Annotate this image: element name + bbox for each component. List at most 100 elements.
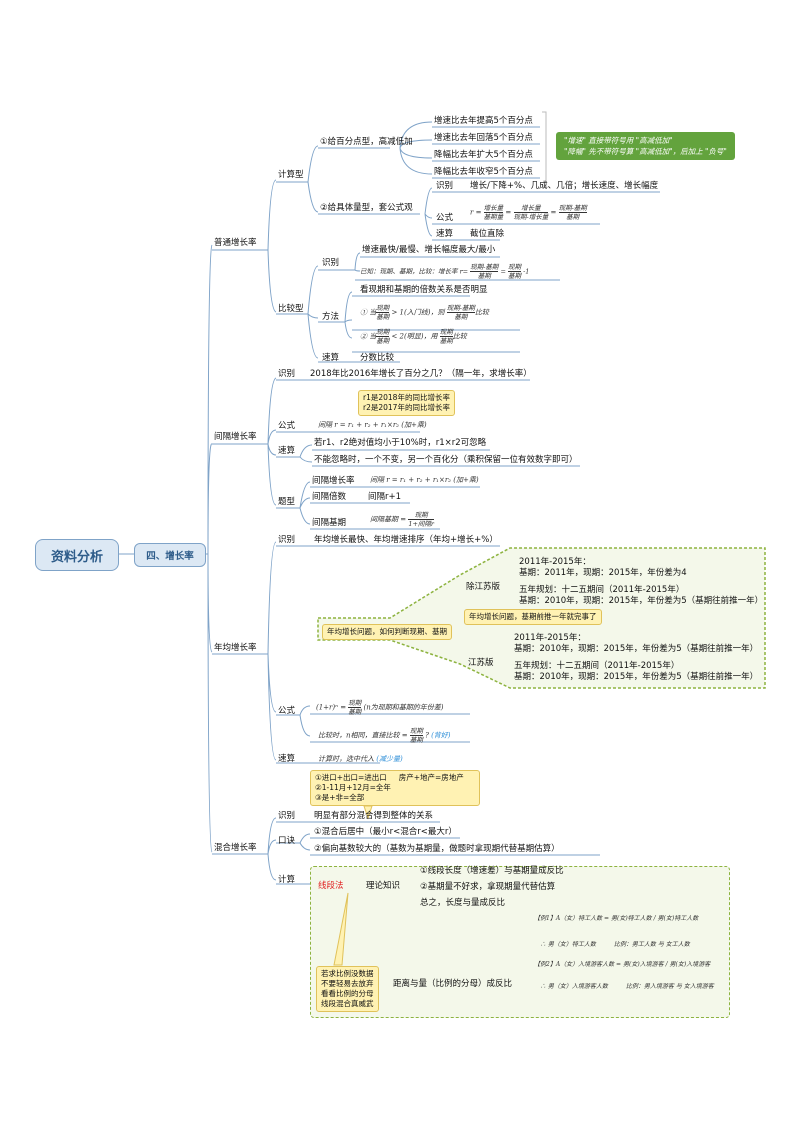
type-interval-rate[interactable]: 间隔增长率 <box>312 476 355 486</box>
theory-1: ①线段长度（增速差）与基期量成反比 <box>420 866 564 876</box>
compare-speed-text: 分数比较 <box>360 353 395 363</box>
note-percent-rule: "增速" 直接带符号用 "高减低加" "降幅" 先不带符号算 "高减低加"，后加… <box>556 132 735 160</box>
node-avg-ident[interactable]: 识别 <box>278 535 296 545</box>
js-a2: 基期：2010年，现期：2015年，年份差为5（基期往前推一年） <box>514 644 759 654</box>
note-r1-r2: r1是2018年的同比增长率 r2是2017年的同比增长率 <box>358 390 455 416</box>
theory-2: ②基期量不好求，拿现期量代替估算 <box>420 882 556 892</box>
note-line: r1是2018年的同比增长率 <box>363 393 450 402</box>
node-specific-amount[interactable]: ②给具体量型，套公式观 <box>320 203 413 213</box>
note-line: 不要轻易去放弃 <box>321 979 374 988</box>
note-line: "降幅" 先不带符号算 "高减低加"，后加上 "负号" <box>564 147 727 156</box>
type-interval-rate-hw: 间隔 r = r₁ + r₂ + r₁×r₂ (加+乘) <box>370 476 479 484</box>
node-theory[interactable]: 理论知识 <box>366 881 401 891</box>
line-method-box <box>310 866 730 1018</box>
node-compare-ident[interactable]: 识别 <box>322 258 340 268</box>
node-calc-type[interactable]: 计算型 <box>278 170 304 180</box>
nj-a2: 基期：2011年，现期：2015年，年份差为4 <box>519 568 687 578</box>
node-speed[interactable]: 速算 <box>436 229 454 239</box>
node-formula[interactable]: 公式 <box>436 213 454 223</box>
compare-method-hw-1: ① 当现期基期 > 1(入门线)，则 现期-基期基期比较 <box>360 304 489 321</box>
note-avg-question: 年均增长问题，如何判断现期、基期 <box>322 624 452 640</box>
topic-growth-rate[interactable]: 四、增长率 <box>134 543 206 567</box>
item-raise[interactable]: 增速比去年提高5个百分点 <box>434 116 533 126</box>
avg-speed-hw-text: 计算时，选中代入 <box>318 755 374 763</box>
note-line: 房产+地产=房地产 <box>398 773 464 782</box>
node-interval-formula[interactable]: 公式 <box>278 421 296 431</box>
node-compare-method[interactable]: 方法 <box>322 312 340 322</box>
avg-speed-hw: 计算时，选中代入 (减少量) <box>318 755 403 764</box>
node-interval-type[interactable]: 题型 <box>278 497 296 507</box>
node-mixed-ident[interactable]: 识别 <box>278 811 296 821</box>
nj-a1: 2011年-2015年： <box>519 557 591 567</box>
js-a1: 2011年-2015年： <box>514 633 586 643</box>
js-b2: 基期：2010年，现期：2015年，年份差为5（基期往前推一年） <box>514 672 759 682</box>
type-interval-base[interactable]: 间隔基期 <box>312 518 347 528</box>
compare-ident-text: 增速最快/最慢、增长幅度最大/最小 <box>362 245 496 255</box>
note-line: ①进口+出口=进出口 <box>315 773 387 782</box>
topic-label: 四、增长率 <box>146 551 194 562</box>
js-b1: 五年规划：十二五期间（2011年-2015年） <box>514 661 680 671</box>
node-non-jiangsu[interactable]: 除江苏版 <box>466 582 501 592</box>
note-line-rhyme: 若求比例没数据 不要轻易去放弃 看看比例的分母 线段混合真威武 <box>316 966 379 1012</box>
node-jiangsu[interactable]: 江苏版 <box>468 658 494 668</box>
note-line: 看看比例的分母 <box>321 989 374 998</box>
speed-text: 截位直除 <box>470 229 505 239</box>
node-compare-type[interactable]: 比较型 <box>278 304 304 314</box>
note-line: ③是+非=全部 <box>315 793 365 802</box>
note-line: ②1-11月+12月=全年 <box>315 783 391 792</box>
note-mix-examples: ①进口+出口=进出口 房产+地产=房地产 ②1-11月+12月=全年 ③是+非=… <box>310 770 480 806</box>
interval-ident-text: 2018年比2016年增长了百分之几？（隔一年，求增长率） <box>310 369 532 379</box>
node-mixed-mnemonic[interactable]: 口诀 <box>278 836 296 846</box>
mnemonic-2: ②偏向基数较大的（基数为基期量，做题时拿现期代替基期估算） <box>314 844 560 854</box>
node-distance-rule[interactable]: 距离与量（比例的分母）成反比 <box>393 979 513 989</box>
item-fall[interactable]: 增速比去年回落5个百分点 <box>434 133 533 143</box>
node-interval-ident[interactable]: 识别 <box>278 369 296 379</box>
node-line-method[interactable]: 线段法 <box>318 881 344 891</box>
item-widen[interactable]: 降幅比去年扩大5个百分点 <box>434 150 533 160</box>
interval-formula-hw: 间隔 r = r₁ + r₂ + r₁×r₂ (加+乘) <box>318 421 427 429</box>
root-node[interactable]: 资料分析 <box>35 539 119 571</box>
example-1-hw: 【例1】A（女）特工人数 = 男(女)特工人数 / 男(女)特工人数 <box>534 915 699 922</box>
example-2-hw: 【例2】A（女）入境游客人数 = 男(女)入境游客 / 男(女)入境游客 <box>534 961 711 968</box>
interval-multiple-text: 间隔r+1 <box>368 492 402 502</box>
nj-b1: 五年规划：十二五期间（2011年-2015年） <box>519 585 685 595</box>
avg-ident-text: 年均增长最快、年均增速排序（年均+增长+%） <box>314 535 498 545</box>
interval-speed-2: 不能忽略时，一个不变，另一个百化分（乘积保留一位有效数字即可） <box>314 455 578 465</box>
compare-method-title: 看现期和基期的倍数关系是否明显 <box>360 285 488 295</box>
note-line: 若求比例没数据 <box>321 969 374 978</box>
node-avg-formula[interactable]: 公式 <box>278 706 296 716</box>
compare-method-hw-2: ② 当现期基期 < 2(明显)，用 现期基期比较 <box>360 328 467 345</box>
node-avg-speed[interactable]: 速算 <box>278 754 296 764</box>
node-interval-growth[interactable]: 间隔增长率 <box>214 432 257 442</box>
mixed-ident-text: 明显有部分混合得到整体的关系 <box>314 811 434 821</box>
avg-formula-hw-1: (1+r)ⁿ = 现期基期 (n为现期和基期的年份差) <box>316 699 444 716</box>
node-percent-point[interactable]: ①给百分点型，高减低加 <box>320 137 413 147</box>
formula-handwriting: r = 增长量基期量 = 增长量现期-增长量 = 现期-基期基期 <box>470 204 587 221</box>
note-line: r2是2017年的同比增长率 <box>363 403 450 412</box>
ident-text: 增长/下降+%、几成、几倍；增长速度、增长幅度 <box>470 181 659 191</box>
nj-b2: 基期：2010年，现期：2015年，年份差为5（基期往前推一年） <box>519 596 764 606</box>
node-avg-growth[interactable]: 年均增长率 <box>214 643 257 653</box>
example-1-hw-2: ∴ 男（女）特工人数 比例：男工人数 与 女工人数 <box>540 941 690 948</box>
compare-ident-handwriting: 已知：现期、基期，比较：增长率 r= 现期-基期基期 = 现期基期 -1 <box>360 263 530 280</box>
node-ident[interactable]: 识别 <box>436 181 454 191</box>
item-narrow[interactable]: 降幅比去年收窄5个百分点 <box>434 167 533 177</box>
node-compare-speed[interactable]: 速算 <box>322 353 340 363</box>
interval-speed-1: 若r1、r2绝对值均小于10%时，r1×r2可忽略 <box>314 438 487 448</box>
node-mixed-calc[interactable]: 计算 <box>278 875 296 885</box>
note-line: "增速" 直接带符号用 "高减低加" <box>564 136 673 145</box>
theory-3: 总之，长度与量成反比 <box>420 898 506 908</box>
avg-speed-hw-tail: (减少量) <box>376 755 403 763</box>
avg-formula-hw-2: 比较时，n相同，直接比较 = 现期基期 ? (背好) <box>318 727 451 744</box>
root-label: 资料分析 <box>50 549 103 565</box>
mnemonic-1: ①混合后居中（最小r<混合r<最大r） <box>314 827 457 837</box>
formula-hw-tail: (背好) <box>431 731 451 740</box>
node-mixed-growth[interactable]: 混合增长率 <box>214 843 257 853</box>
node-normal-growth[interactable]: 普通增长率 <box>214 238 257 248</box>
node-interval-speed[interactable]: 速算 <box>278 446 296 456</box>
type-interval-multiple[interactable]: 间隔倍数 <box>312 492 347 502</box>
